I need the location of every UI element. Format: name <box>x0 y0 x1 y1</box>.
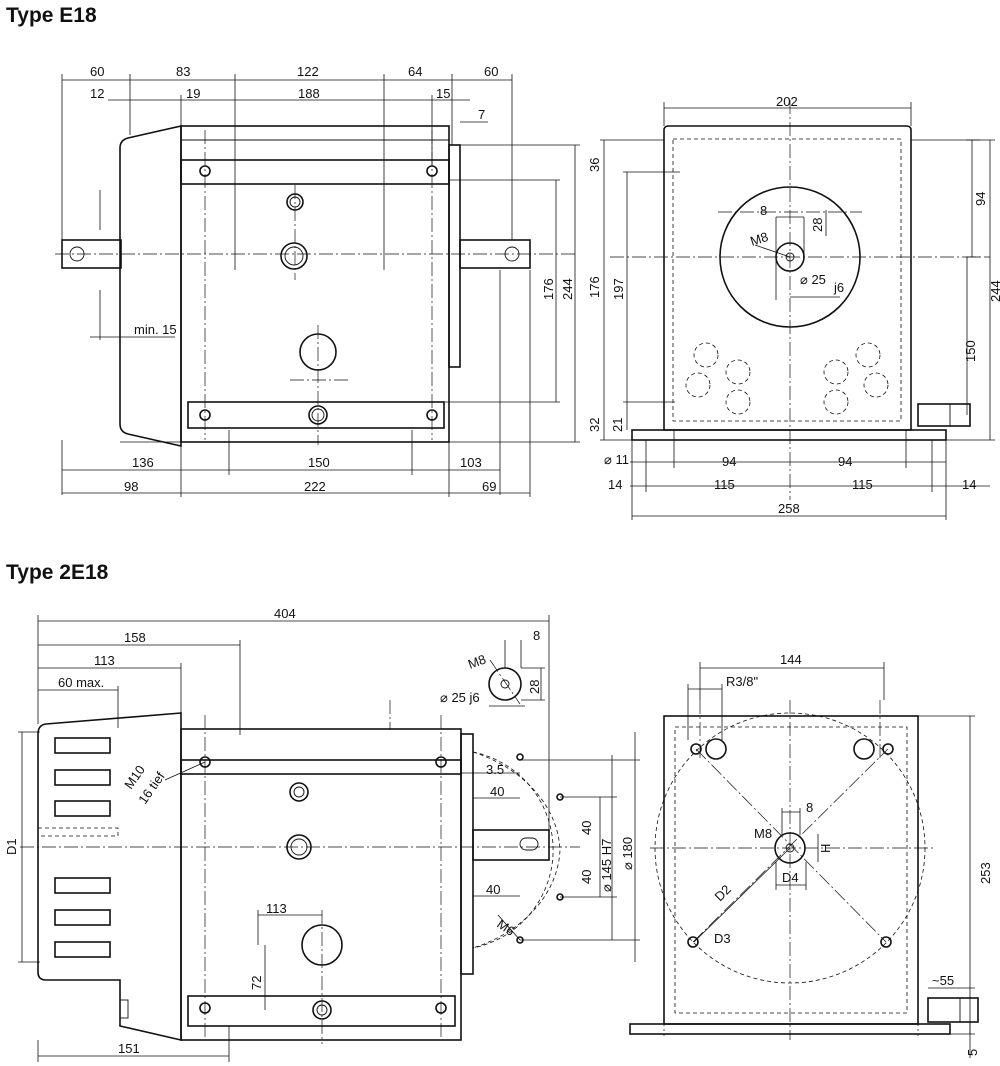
dim-40-bottom: 40 <box>486 882 500 897</box>
label-m8-shaft: M8 <box>466 652 488 672</box>
dim-diameter-145-h7: ⌀ 145 H7 <box>599 839 614 892</box>
dim-14-left: 14 <box>608 477 622 492</box>
label-d2: D2 <box>712 882 734 904</box>
dim-60-left: 60 <box>90 64 104 79</box>
dim-21: 21 <box>610 418 625 432</box>
2e18-top-strip <box>180 759 462 775</box>
dim-64: 64 <box>408 64 422 79</box>
2e18-output-shaft <box>472 829 550 861</box>
dim-28-shaft: 28 <box>527 680 542 694</box>
section-title-e18: Type E18 <box>6 4 97 27</box>
dim-72: 72 <box>249 976 264 990</box>
dim-69: 69 <box>482 479 496 494</box>
label-j6: j6 <box>833 280 844 295</box>
e18-front-shaft <box>917 403 971 427</box>
e18-front-housing <box>663 125 912 431</box>
e18-front-base <box>631 429 947 441</box>
dim-176: 176 <box>541 278 556 300</box>
label-m8-front: M8 <box>754 826 772 841</box>
e18-gearbox-body <box>180 125 450 443</box>
2e18-motor-hood <box>37 712 182 1042</box>
dim-40-top: 40 <box>490 784 504 799</box>
dim-122: 122 <box>297 64 319 79</box>
dim-94-vertical: 94 <box>973 192 988 206</box>
e18-base-strip <box>187 401 445 429</box>
dim-8-shaft: 8 <box>533 628 540 643</box>
label-r3-8: R3/8" <box>726 674 758 689</box>
dim-404: 404 <box>274 606 296 621</box>
label-h: H <box>818 844 833 853</box>
dim-144: 144 <box>780 652 802 667</box>
dim-40-lower: 40 <box>579 870 594 884</box>
dim-103: 103 <box>460 455 482 470</box>
dim-113-hole: 113 <box>266 901 287 916</box>
dim-28: 28 <box>810 218 825 232</box>
dim-diameter-25-j6: ⌀ 25 j6 <box>440 690 480 705</box>
dim-258: 258 <box>778 501 800 516</box>
2e18-shaft-detail <box>488 667 522 701</box>
dim-12: 12 <box>90 86 104 101</box>
dim-diameter-180: ⌀ 180 <box>620 837 635 870</box>
dim-approx-55: ~55 <box>932 973 954 988</box>
dim-202: 202 <box>776 94 798 109</box>
dim-244: 244 <box>560 278 575 300</box>
dim-8-front: 8 <box>806 800 813 815</box>
2e18-base-strip <box>187 995 456 1027</box>
dim-197: 197 <box>611 278 626 300</box>
dim-113: 113 <box>94 653 115 668</box>
label-m6: M6 <box>494 916 517 939</box>
e18-top-strip <box>180 159 450 185</box>
dim-32: 32 <box>587 418 602 432</box>
dim-150-front: 150 <box>963 340 978 362</box>
dim-115-right: 115 <box>852 477 873 492</box>
dim-8: 8 <box>760 203 767 218</box>
dim-94-left: 94 <box>722 454 736 469</box>
2e18-side-view: 404 158 113 60 max. 8 M8 28 ⌀ 25 j6 D1 M… <box>4 606 640 1062</box>
dim-36: 36 <box>587 158 602 172</box>
dim-151: 151 <box>118 1041 140 1056</box>
dim-176-front: 176 <box>587 276 602 298</box>
dim-136: 136 <box>132 455 154 470</box>
dim-115-left: 115 <box>714 477 735 492</box>
dim-244-front: 244 <box>988 280 1000 302</box>
2e18-front-view: 144 R3/8" 8 M8 H D4 D2 D3 253 ~55 5 <box>629 652 993 1058</box>
dim-98: 98 <box>124 479 138 494</box>
dim-40-upper: 40 <box>579 821 594 835</box>
label-d4: D4 <box>782 870 799 885</box>
dim-14-right: 14 <box>962 477 976 492</box>
label-m8: M8 <box>748 229 770 249</box>
2e18-front-shaft <box>927 997 979 1023</box>
e18-right-flange <box>448 144 461 368</box>
dim-3-5: 3.5 <box>486 762 504 777</box>
dim-60-right: 60 <box>484 64 498 79</box>
dim-94-right: 94 <box>838 454 852 469</box>
dim-253: 253 <box>978 862 993 884</box>
dim-158: 158 <box>124 630 146 645</box>
dim-min-15: min. 15 <box>134 322 177 337</box>
dim-60-max: 60 max. <box>58 675 104 690</box>
dim-19: 19 <box>186 86 200 101</box>
dim-5: 5 <box>965 1049 980 1056</box>
dim-83: 83 <box>176 64 190 79</box>
dim-222: 222 <box>304 479 326 494</box>
e18-motor-hood <box>119 124 182 448</box>
label-d1: D1 <box>4 838 19 855</box>
dim-7: 7 <box>478 107 485 122</box>
section-title-2e18: Type 2E18 <box>6 561 109 584</box>
2e18-gearbox-body <box>180 728 462 1041</box>
e18-front-view: 202 36 176 197 32 21 94 244 150 8 28 M8 … <box>587 94 1000 520</box>
dim-diameter-25: ⌀ 25 <box>800 272 826 287</box>
e18-side-view: 60 83 122 64 60 12 19 188 15 7 176 244 m… <box>55 64 580 497</box>
dim-150: 150 <box>308 455 330 470</box>
dim-188: 188 <box>298 86 320 101</box>
label-d3: D3 <box>714 931 731 946</box>
dim-diameter-11: ⌀ 11 <box>604 452 629 467</box>
dim-15: 15 <box>436 86 450 101</box>
